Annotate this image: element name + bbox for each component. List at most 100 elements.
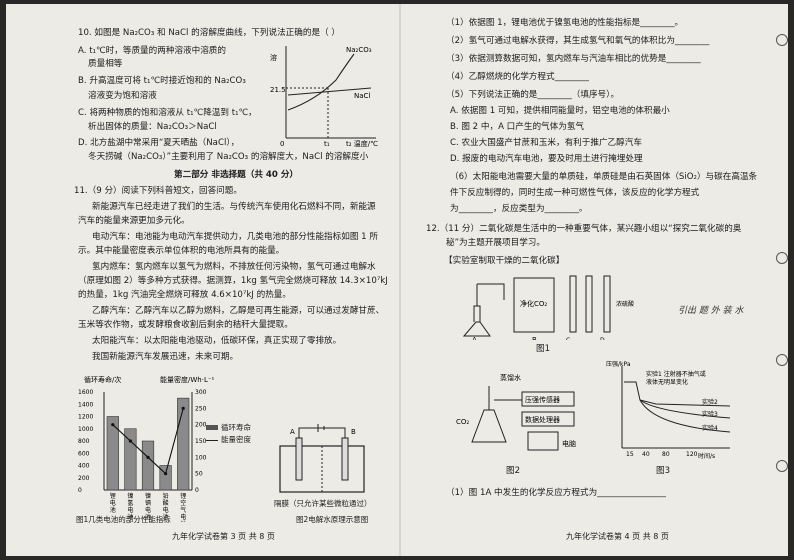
cycle-life-bar xyxy=(159,465,172,491)
q10-option-d: D. 北方盐湖中常采用“夏天晒盐（NaCl）， xyxy=(78,138,240,148)
passage-p3-cont2: 的热量，1kg 汽油完全燃烧可释放 4.6×10⁷kJ 的热量。 xyxy=(78,290,291,300)
chart-category-label: 电 xyxy=(163,506,169,514)
apparatus-b-label: B xyxy=(532,336,537,340)
question-11-6-cont: 件下反应制得的，同时生成一种可燃性气体，该反应的化学方程式 xyxy=(450,188,700,198)
figure2-caption: 图2电解水原理示意图 xyxy=(296,515,369,524)
passage-p3-cont: （原理如图 2）等多种方式获得。据测算，1kg 氢气完全燃烧可释放 14.3×1… xyxy=(78,276,388,286)
electrolysis-diagram: A B xyxy=(279,424,365,493)
q10-option-c: C. 将两种物质的饱和溶液从 t₁℃降温到 t₁℃， xyxy=(78,108,257,118)
chart-category-label: 池 xyxy=(110,506,116,514)
q11-stem: 11.（9 分）阅读下列科普短文，回答问题。 xyxy=(74,186,242,196)
chart-left-tick: 800 xyxy=(78,438,90,445)
purify-box-label: 净化CO₂ xyxy=(520,299,547,308)
legend-energy-density: 能量密度 xyxy=(206,434,251,445)
chart-right-tick: 50 xyxy=(195,471,203,478)
na2co3-curve-label: Na₂CO₃ xyxy=(346,46,372,54)
chart-category-label: 池 xyxy=(127,513,133,521)
question-11-5: （5）下列说法正确的是________（填序号）。 xyxy=(446,90,620,100)
option-5a: A. 依据图 1 可知，提供相同能量时，铝空电池的体积最小 xyxy=(450,106,670,116)
q12-stem: 12.（11 分）二氧化碳是生活中的一种重要气体，某兴趣小组以“探究二氧化碳的奥 xyxy=(426,224,742,234)
chart-category-label: 铅 xyxy=(163,492,169,500)
option-5d: D. 报废的电动汽车电池，要及时用土进行掩埋处理 xyxy=(450,154,643,164)
cycle-life-bar xyxy=(141,440,155,491)
chart-left-tick: 1000 xyxy=(78,426,93,433)
cycle-life-bar xyxy=(177,397,190,491)
co2-apparatus-figure: A 净化CO₂ B C D 浓硫酸 xyxy=(462,275,634,340)
nacl-curve-label: NaCl xyxy=(354,92,370,100)
passage-p2-cont: 示。其中能量密度表示单位体积的电池所具有的能量。 xyxy=(78,246,285,256)
origin-label: 0 xyxy=(280,140,284,148)
pressure-sensor-setup: CO₂ 蒸馏水 压强传感器 数据处理器 电脑 xyxy=(456,373,576,451)
gas-a-label: A xyxy=(290,428,295,436)
question-11-6: （6）太阳能电池需要大量的单质硅，单质硅是由石英固体（SiO₂）与碳在高温条 xyxy=(450,172,758,182)
apparatus-a-label: A xyxy=(472,336,477,340)
cycle-life-bar xyxy=(124,428,137,491)
chart-category-label: 电 xyxy=(180,513,186,521)
apparatus-c-label: C xyxy=(566,337,570,340)
data-processor-label: 数据处理器 xyxy=(525,415,560,424)
time-axis-label: 时间/s xyxy=(698,452,715,460)
co2-label: CO₂ xyxy=(456,418,469,426)
question-11-1: （1）依据图 1，锂电池优于镍氢电池的性能指标是________。 xyxy=(446,18,684,28)
curve-legend-2: 液体无明显变化 xyxy=(646,378,688,386)
chart-category-label: 酸 xyxy=(163,499,169,507)
pressure-axis-label: 压强/kPa xyxy=(606,361,631,368)
passage-p1: 新能源汽车已经走进了我们的生活。与传统汽车使用化石燃料不同，新能源 xyxy=(92,202,376,212)
passage-p5: 太阳能汽车：以太阳能电池驱动，低碳环保，真正实现了零排放。 xyxy=(92,336,342,346)
computer-label: 电脑 xyxy=(562,439,576,448)
distilled-water-label: 蒸馏水 xyxy=(500,373,521,382)
energy-density-point xyxy=(128,439,132,443)
chart-category-label: 池 xyxy=(163,513,169,521)
pressure-sensor-label: 压强传感器 xyxy=(525,395,560,404)
chart-right-tick: 100 xyxy=(195,454,207,461)
chart-right-tick: 0 xyxy=(195,487,199,494)
chart-category-label: 锂 xyxy=(110,492,116,500)
chart-category-label: 气 xyxy=(180,506,186,514)
curve-label-exp3: 实验3 xyxy=(702,410,718,418)
figure1-caption: 图1几类电池的部分性能指标 xyxy=(76,515,171,524)
solubility-tick: 21.5 xyxy=(270,86,286,94)
right-figure2-caption: 图2 xyxy=(506,466,521,476)
chart-category-label: 池 xyxy=(180,520,186,522)
q10-option-a: A. t₁℃时，等质量的两种溶液中溶质的 xyxy=(78,46,226,56)
time-tick: 80 xyxy=(662,451,670,458)
legend-energy-density-label: 能量密度 xyxy=(221,435,251,444)
q10-option-b: B. 升高温度可将 t₁℃时接近饱和的 Na₂CO₃ xyxy=(78,76,246,86)
energy-density-point xyxy=(181,406,185,410)
legend-cycle-life-label: 循环寿命 xyxy=(221,423,251,432)
solubility-curve-figure: 21.5 溶 Na₂CO₃ NaCl 0 t₁ t₂ 温度/℃ xyxy=(270,46,378,148)
page-fold xyxy=(399,4,401,556)
chart-category-label: 镍 xyxy=(127,492,133,500)
passage-p3: 氢内燃车：氢内燃车以氢气为燃料，不排放任何污染物，氢气可通过电解水 xyxy=(92,262,376,272)
exam-sheet: 10. 如图是 Na₂CO₃ 和 NaCl 的溶解度曲线，下列说法正确的是（ ）… xyxy=(6,4,788,556)
legend-cycle-life: 循环寿命 xyxy=(206,422,251,433)
battery-performance-chart: 循环寿命/次 能量密度/Wh·L⁻¹ 160014001200100080060… xyxy=(78,375,215,522)
handwritten-note: 引出 题 外 装 水 xyxy=(678,306,744,316)
passage-p4-cont: 玉米等农作物，或发酵粮食收割后剩余的秸秆大量提取。 xyxy=(78,320,293,330)
chart-left-tick: 200 xyxy=(78,475,90,482)
chart-category-label: 空 xyxy=(180,499,186,507)
passage-p2: 电动汽车：电池能为电动汽车提供动力，几类电池的部分性能指标如图 1 所 xyxy=(92,232,378,242)
option-5c: C. 农业大国盛产甘蔗和玉米，有利于推广乙醇汽车 xyxy=(450,138,642,148)
right-figure1-caption: 图1 xyxy=(536,344,551,354)
binding-hole xyxy=(776,252,788,264)
chart-left-tick: 0 xyxy=(78,487,82,494)
q10-option-d-cont: 冬天捞碱（Na₂CO₃）”主要利用了 Na₂CO₃ 的溶解度大，NaCl 的溶解… xyxy=(88,152,369,162)
pressure-curve-figure: 压强/kPa 时间/s 实验1 注射器不抽气或 液体无明显变化 实验2 实验3 … xyxy=(606,361,731,460)
q10-option-b-cont: 溶液变为饱和溶液 xyxy=(88,91,157,101)
time-tick: 15 xyxy=(626,451,634,458)
time-tick: 120 xyxy=(686,451,698,458)
temperature-axis-label: t₂ 温度/℃ xyxy=(346,139,378,148)
t1-label: t₁ xyxy=(324,140,330,148)
chart-category-label: 电 xyxy=(145,506,151,514)
chart-category-label: 电 xyxy=(127,506,133,514)
question-11-2: （2）氢气可通过电解水获得，其生成氢气和氧气的体积比为________ xyxy=(446,36,710,46)
right-figure3-caption: 图3 xyxy=(656,466,671,476)
energy-density-point xyxy=(146,455,150,459)
apparatus-d-label: D xyxy=(600,337,605,340)
chart-category-label: 电 xyxy=(110,499,116,507)
chart-right-tick: 200 xyxy=(195,422,207,429)
q12-stem-cont: 秘”为主题开展项目学习。 xyxy=(446,238,545,248)
chart-category-label: 氢 xyxy=(127,499,133,507)
q10-stem: 10. 如图是 Na₂CO₃ 和 NaCl 的溶解度曲线，下列说法正确的是（ ） xyxy=(78,28,340,38)
